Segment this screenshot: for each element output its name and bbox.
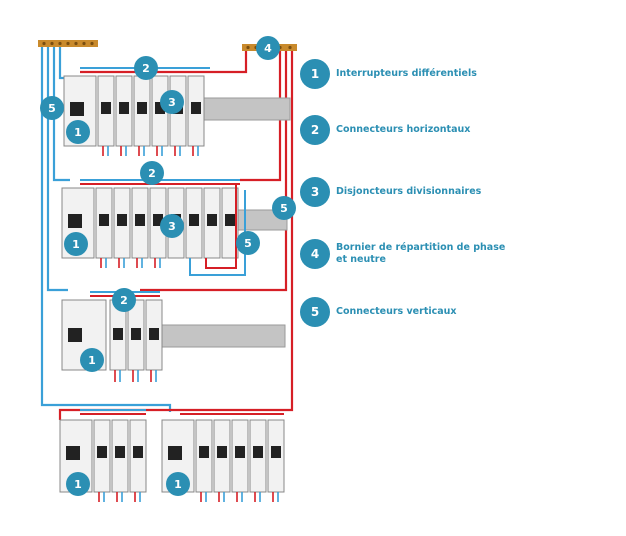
marker-4-busbar: 4	[256, 36, 280, 60]
marker-5-row2a: 5	[272, 196, 296, 220]
svg-text:2: 2	[120, 294, 128, 307]
legend-item-3: 3 Disjoncteurs divisionnaires	[300, 174, 620, 210]
svg-text:1: 1	[88, 354, 96, 367]
svg-text:3: 3	[168, 220, 176, 233]
legend-label: Bornier de répartition de phase et neutr…	[336, 242, 506, 265]
marker-2-row3: 2	[112, 288, 136, 312]
marker-1-row3: 1	[80, 348, 104, 372]
legend-item-1: 1 Interrupteurs différentiels	[300, 56, 620, 92]
svg-text:1: 1	[72, 238, 80, 251]
svg-text:1: 1	[74, 126, 82, 139]
row-3-toggles	[68, 328, 159, 342]
output-leads	[98, 146, 279, 502]
diagram-markers: 1 2 3 4 5 2 3 1 5 5 2 1 1 1	[40, 36, 296, 496]
din-rails	[159, 97, 291, 348]
svg-text:2: 2	[148, 167, 156, 180]
marker-1-row5: 1	[166, 472, 190, 496]
svg-text:1: 1	[174, 478, 182, 491]
legend-number: 5	[300, 297, 330, 327]
legend-item-5: 5 Connecteurs verticaux	[300, 294, 620, 330]
legend-number: 3	[300, 177, 330, 207]
marker-5-left: 5	[40, 96, 64, 120]
marker-2-row1: 2	[134, 56, 158, 80]
svg-text:4: 4	[264, 42, 272, 55]
svg-text:2: 2	[142, 62, 150, 75]
row-5-toggles	[168, 446, 281, 460]
legend-number: 2	[300, 115, 330, 145]
svg-text:1: 1	[74, 478, 82, 491]
legend-label: Connecteurs verticaux	[336, 306, 457, 317]
marker-2-row2: 2	[140, 161, 164, 185]
marker-5-row2b: 5	[236, 231, 260, 255]
legend-label: Connecteurs horizontaux	[336, 124, 471, 135]
svg-text:5: 5	[280, 202, 288, 215]
row-4-toggles	[66, 446, 143, 460]
legend-item-4: 4 Bornier de répartition de phase et neu…	[300, 236, 620, 272]
busbar-left	[38, 40, 98, 47]
svg-text:3: 3	[168, 96, 176, 109]
marker-1-row2: 1	[64, 232, 88, 256]
legend-label: Disjoncteurs divisionnaires	[336, 186, 482, 197]
legend-item-2: 2 Connecteurs horizontaux	[300, 112, 620, 148]
svg-text:5: 5	[48, 102, 56, 115]
legend-number: 1	[300, 59, 330, 89]
svg-text:5: 5	[244, 237, 252, 250]
marker-3-row1: 3	[160, 90, 184, 114]
legend-label: Interrupteurs différentiels	[336, 68, 477, 79]
marker-3-row2: 3	[160, 214, 184, 238]
marker-1-row1: 1	[66, 120, 90, 144]
marker-1-row4: 1	[66, 472, 90, 496]
legend-number: 4	[300, 239, 330, 269]
